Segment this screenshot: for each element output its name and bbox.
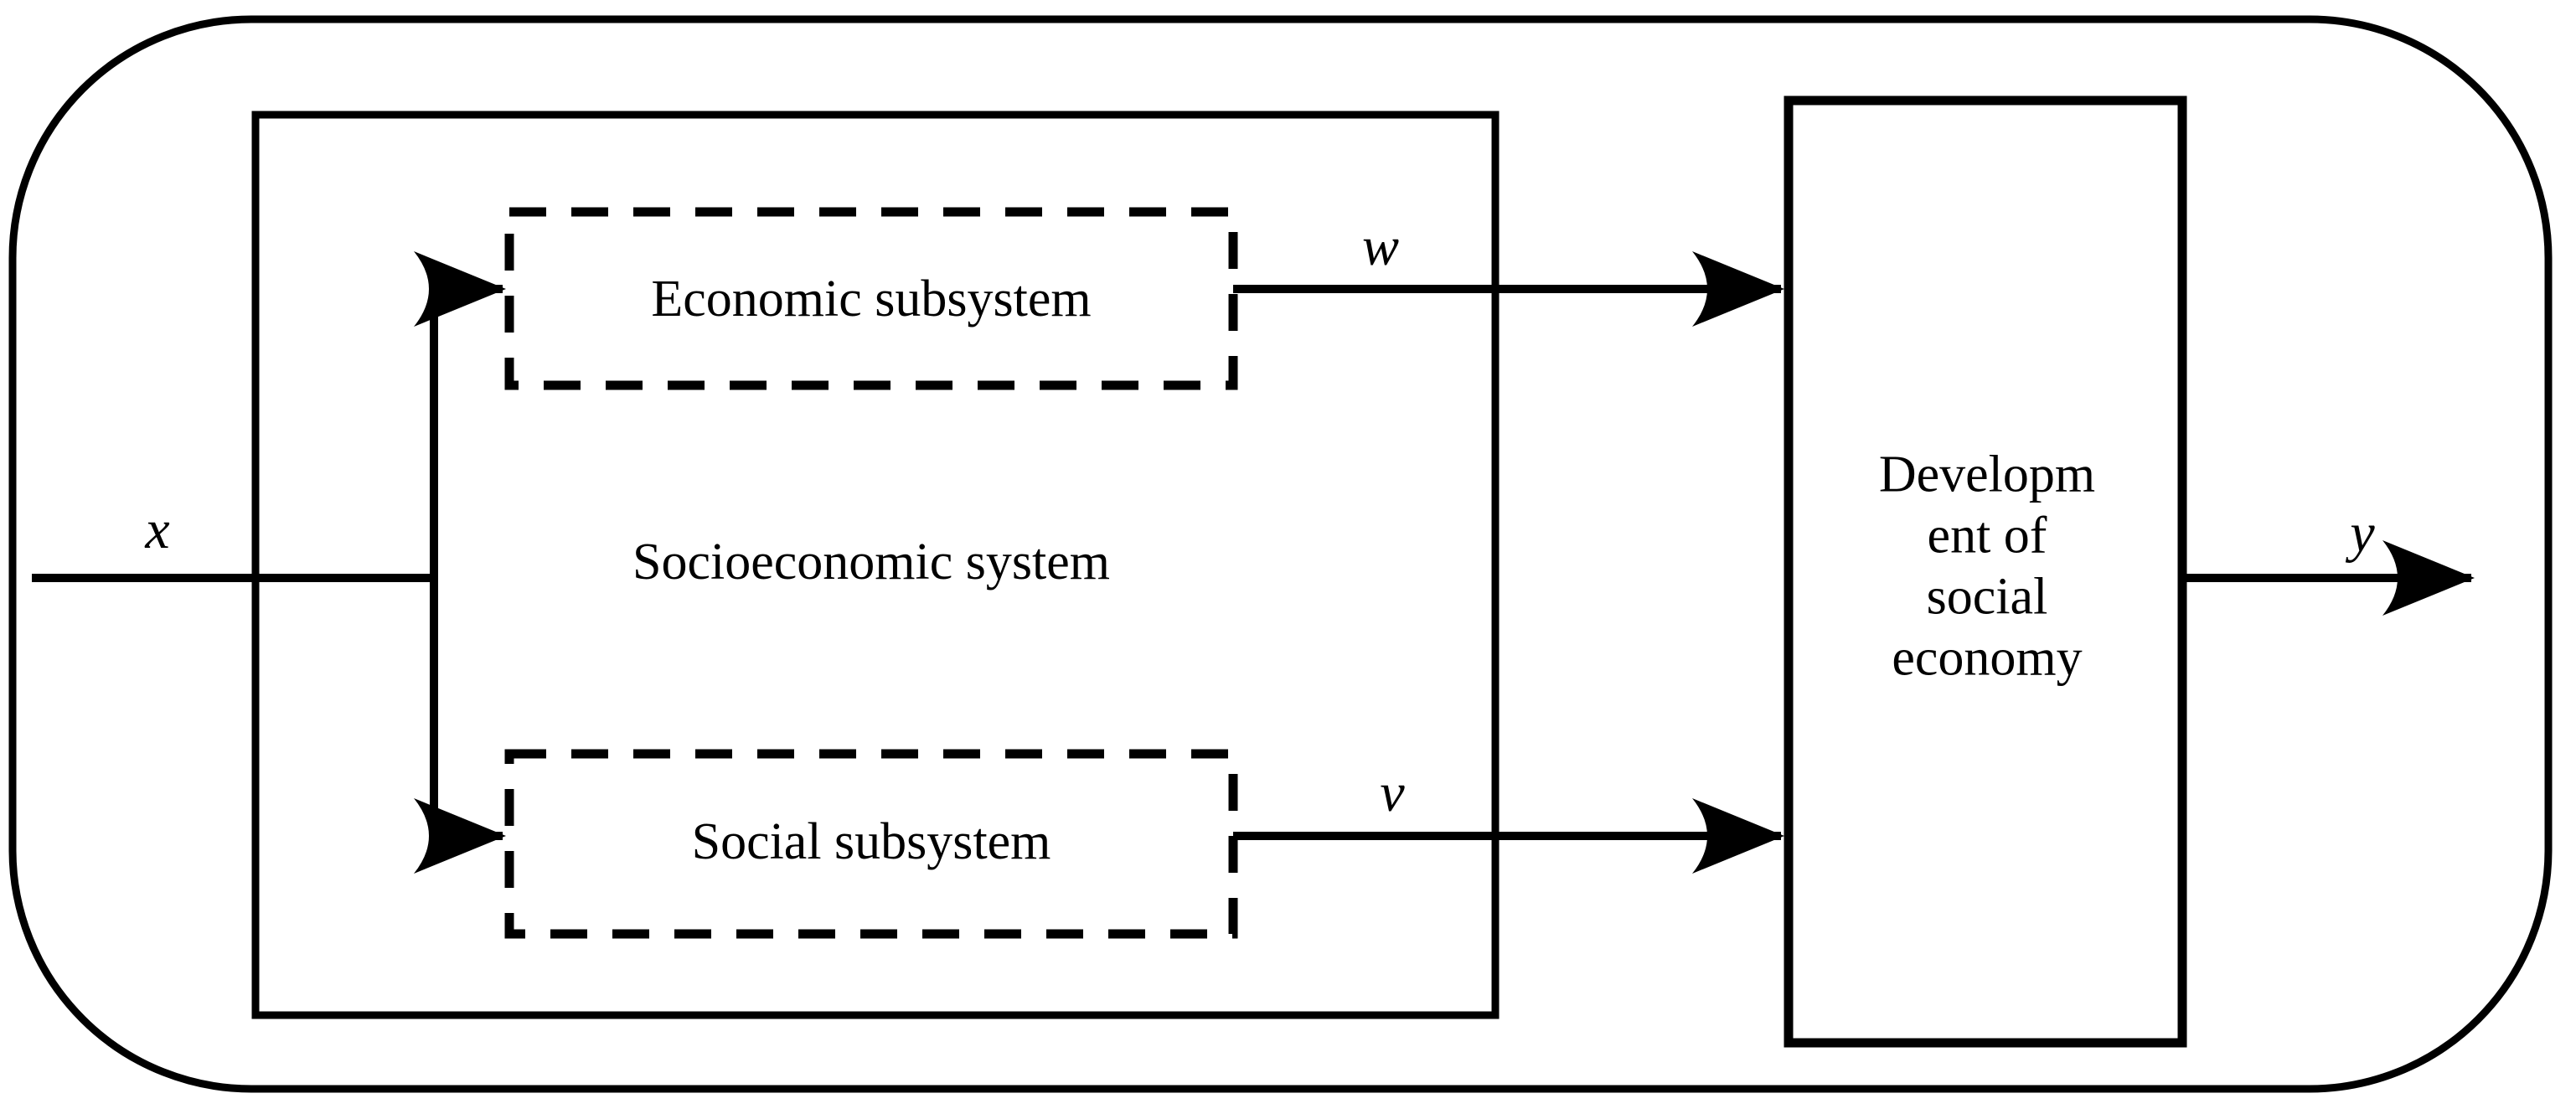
- development-box-label: Developm ent of social economy: [1879, 445, 2095, 690]
- development-box: [1784, 95, 2187, 1048]
- development-box-label-line-2: ent of: [1927, 507, 2047, 565]
- development-box-label-line-3: social: [1926, 569, 2048, 626]
- economic-subsystem-box: [504, 207, 1238, 390]
- social-subsystem-label: Social subsystem: [691, 813, 1051, 871]
- development-box-label-line-4: economy: [1892, 630, 2083, 688]
- development-box-label-line-1: Developm: [1878, 446, 2096, 503]
- signal-y-label: y: [2350, 503, 2375, 565]
- signal-w-label: w: [1361, 216, 1400, 278]
- system-boundary-rect: [8, 15, 2553, 1093]
- economic-subsystem-label: Economic subsystem: [651, 271, 1092, 328]
- signal-x-label: x: [145, 499, 170, 561]
- signal-v-label: v: [1380, 762, 1405, 824]
- socioeconomic-system-box: [251, 111, 1500, 1019]
- social-subsystem-box: [504, 749, 1238, 939]
- socioeconomic-system-label: Socioeconomic system: [632, 534, 1110, 591]
